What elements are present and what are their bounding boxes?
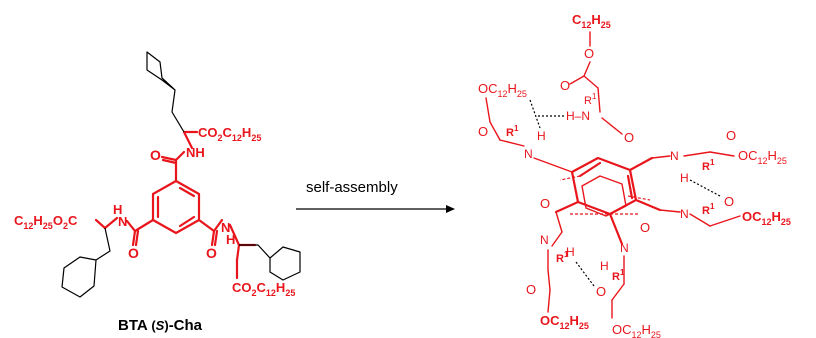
- ester-label-bottom: CO2C12H25: [232, 280, 295, 298]
- reaction-arrow: self-assembly: [296, 179, 455, 213]
- r1-ul: R1: [506, 124, 519, 139]
- carbonyl-o-left: O: [128, 245, 139, 261]
- r1-b: R1: [612, 268, 625, 283]
- carbonyl-o-ul: O: [478, 124, 488, 139]
- r1-bl: R1: [556, 250, 569, 265]
- carbonyl-o-upper: O: [624, 130, 634, 145]
- amide-h-right: H: [226, 232, 235, 247]
- arrow-label: self-assembly: [306, 179, 398, 196]
- benzene-ring-lower: [581, 175, 627, 217]
- carbonyl-o-b: O: [596, 284, 606, 299]
- amide-n-l: N: [540, 233, 549, 247]
- amide-n-b: N: [620, 241, 629, 255]
- molecule-name: BTA (S)-Cha: [118, 317, 203, 334]
- carbonyl-o-r: O: [726, 128, 736, 143]
- ester-label-r1: OC12H25: [738, 148, 787, 166]
- stacked-assembly: C12H25 O O R1 OC12H25 O R1 H N H–N O N H…: [478, 12, 791, 338]
- carbonyl-o-lr2: O: [724, 194, 734, 209]
- carbonyl-o-right: O: [206, 245, 217, 261]
- amide-h-left: H: [113, 202, 122, 217]
- ester-label-r2: OC12H25: [742, 209, 791, 227]
- amide-h-bl: H: [566, 245, 575, 259]
- r1-lr: R1: [702, 202, 715, 217]
- r1-r: R1: [702, 158, 715, 173]
- carbonyl-o-l: O: [540, 196, 550, 211]
- amide-n-ul: N: [524, 147, 533, 161]
- h-n-top: H–N: [566, 109, 590, 123]
- cyclohexane-left: [61, 256, 97, 298]
- carbonyl-o-bl: O: [526, 282, 536, 297]
- cyclohexane-right: [269, 246, 301, 281]
- amide-n-lr: N: [680, 207, 689, 221]
- ester-label-left: C12H25O2C: [14, 213, 78, 231]
- alkyl-top: C12H25: [572, 12, 611, 30]
- amide-h-b: H: [600, 259, 609, 273]
- amide-h-r: H: [680, 171, 689, 185]
- ester-label-br: OC12H25: [612, 322, 661, 338]
- amide-n-left: N: [118, 214, 127, 229]
- bta-cha-molecule: O NH CO2C12H25 C12H25O2C H N O O N H CO2…: [14, 51, 301, 334]
- r1-top: R1: [584, 92, 597, 107]
- carbonyl-o-top: O: [560, 78, 570, 93]
- ester-label-bl: OC12H25: [540, 313, 589, 331]
- carbonyl-o-lr: O: [640, 220, 650, 235]
- amide-n-r: N: [670, 149, 679, 163]
- carbonyl-o-top: O: [150, 147, 161, 163]
- ester-o-top: O: [584, 46, 594, 61]
- ester-label-right: CO2C12H25: [198, 125, 261, 143]
- benzene-ring: [151, 179, 201, 235]
- amide-n-right: N: [221, 220, 230, 235]
- cyclohexane-top: [146, 51, 176, 91]
- amide-h-ul: H: [537, 129, 546, 143]
- amide-nh-top: NH: [186, 145, 205, 160]
- ester-label-ul: OC12H25: [478, 81, 527, 99]
